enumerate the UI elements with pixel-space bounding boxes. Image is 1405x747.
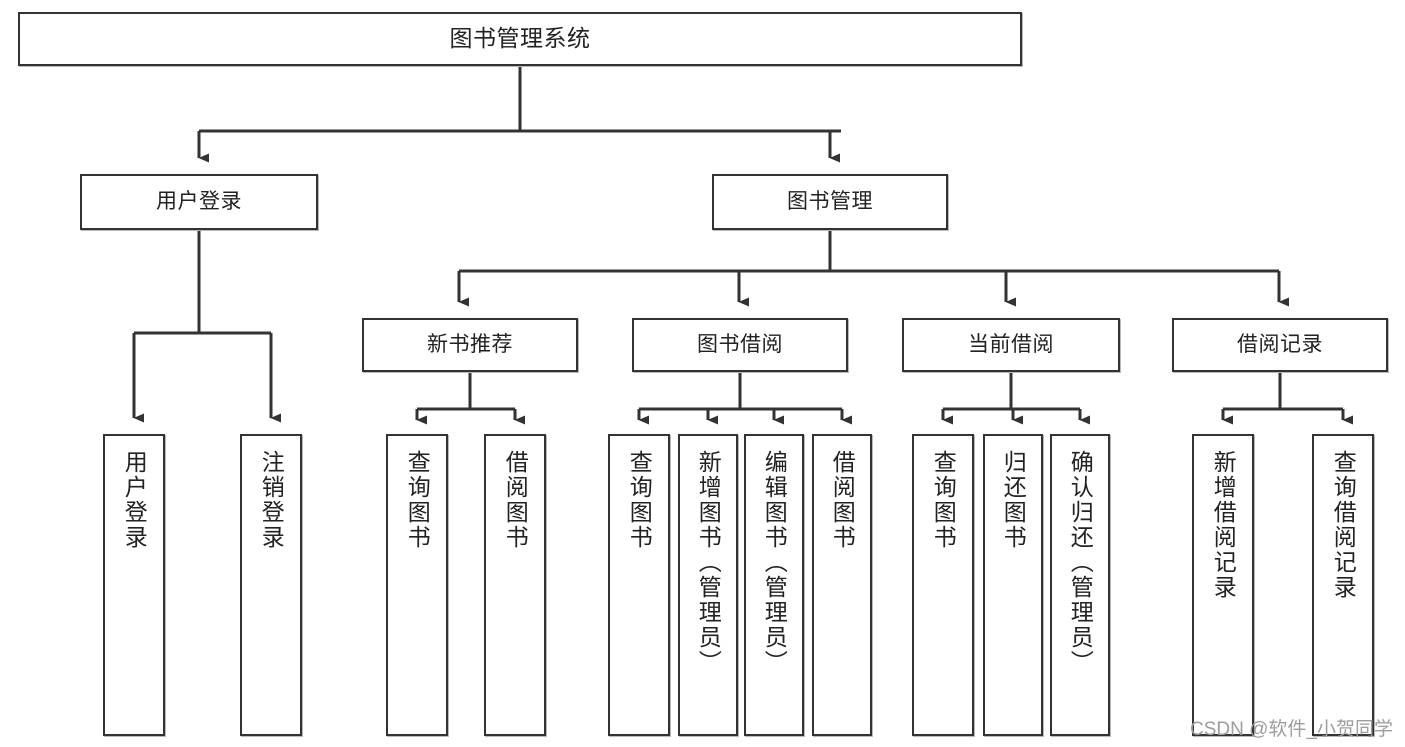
node-borrow-record[interactable]: 借阅记录 [1172, 318, 1388, 372]
node-leaf-edit-book-admin-label: 编辑图书（管理员） [761, 450, 788, 675]
node-user-login[interactable]: 用户登录 [80, 174, 318, 230]
node-leaf-query-book-1-label: 查询图书 [404, 450, 431, 550]
node-root[interactable]: 图书管理系统 [18, 12, 1022, 66]
node-new-book-rec-label: 新书推荐 [427, 332, 513, 356]
node-book-manage-label: 图书管理 [787, 189, 873, 213]
node-leaf-query-book-3[interactable]: 查询图书 [912, 434, 974, 736]
node-leaf-query-borrow-record-label: 查询借阅记录 [1330, 450, 1357, 600]
node-leaf-add-borrow-record-label: 新增借阅记录 [1210, 450, 1237, 600]
node-leaf-confirm-return-admin[interactable]: 确认归还（管理员） [1050, 434, 1110, 736]
node-root-label: 图书管理系统 [449, 25, 591, 52]
node-leaf-borrow-book-1[interactable]: 借阅图书 [484, 434, 546, 736]
node-leaf-borrow-book-2[interactable]: 借阅图书 [812, 434, 872, 736]
node-leaf-add-borrow-record[interactable]: 新增借阅记录 [1192, 434, 1254, 736]
node-leaf-return-book-label: 归还图书 [1000, 450, 1027, 550]
node-leaf-borrow-book-2-label: 借阅图书 [829, 450, 856, 550]
node-leaf-edit-book-admin[interactable]: 编辑图书（管理员） [744, 434, 804, 736]
node-leaf-query-book-2[interactable]: 查询图书 [608, 434, 670, 736]
node-leaf-user-login[interactable]: 用户登录 [103, 434, 165, 736]
node-leaf-confirm-return-admin-label: 确认归还（管理员） [1067, 450, 1094, 675]
node-leaf-user-logout[interactable]: 注销登录 [240, 434, 302, 736]
node-user-login-label: 用户登录 [156, 189, 242, 213]
node-book-manage[interactable]: 图书管理 [712, 174, 948, 230]
node-current-borrow[interactable]: 当前借阅 [902, 318, 1120, 372]
node-new-book-rec[interactable]: 新书推荐 [362, 318, 578, 372]
node-leaf-query-borrow-record[interactable]: 查询借阅记录 [1312, 434, 1374, 736]
node-leaf-query-book-1[interactable]: 查询图书 [386, 434, 448, 736]
node-leaf-add-book-admin-label: 新增图书（管理员） [695, 450, 722, 675]
node-book-borrow-label: 图书借阅 [697, 332, 783, 356]
node-leaf-query-book-3-label: 查询图书 [930, 450, 957, 550]
node-leaf-user-logout-label: 注销登录 [258, 450, 285, 550]
node-leaf-add-book-admin[interactable]: 新增图书（管理员） [678, 434, 738, 736]
node-leaf-return-book[interactable]: 归还图书 [983, 434, 1043, 736]
node-leaf-query-book-2-label: 查询图书 [626, 450, 653, 550]
node-borrow-record-label: 借阅记录 [1237, 332, 1323, 356]
node-book-borrow[interactable]: 图书借阅 [632, 318, 848, 372]
node-current-borrow-label: 当前借阅 [968, 332, 1054, 356]
node-leaf-borrow-book-1-label: 借阅图书 [502, 450, 529, 550]
node-leaf-user-login-label: 用户登录 [121, 450, 148, 550]
